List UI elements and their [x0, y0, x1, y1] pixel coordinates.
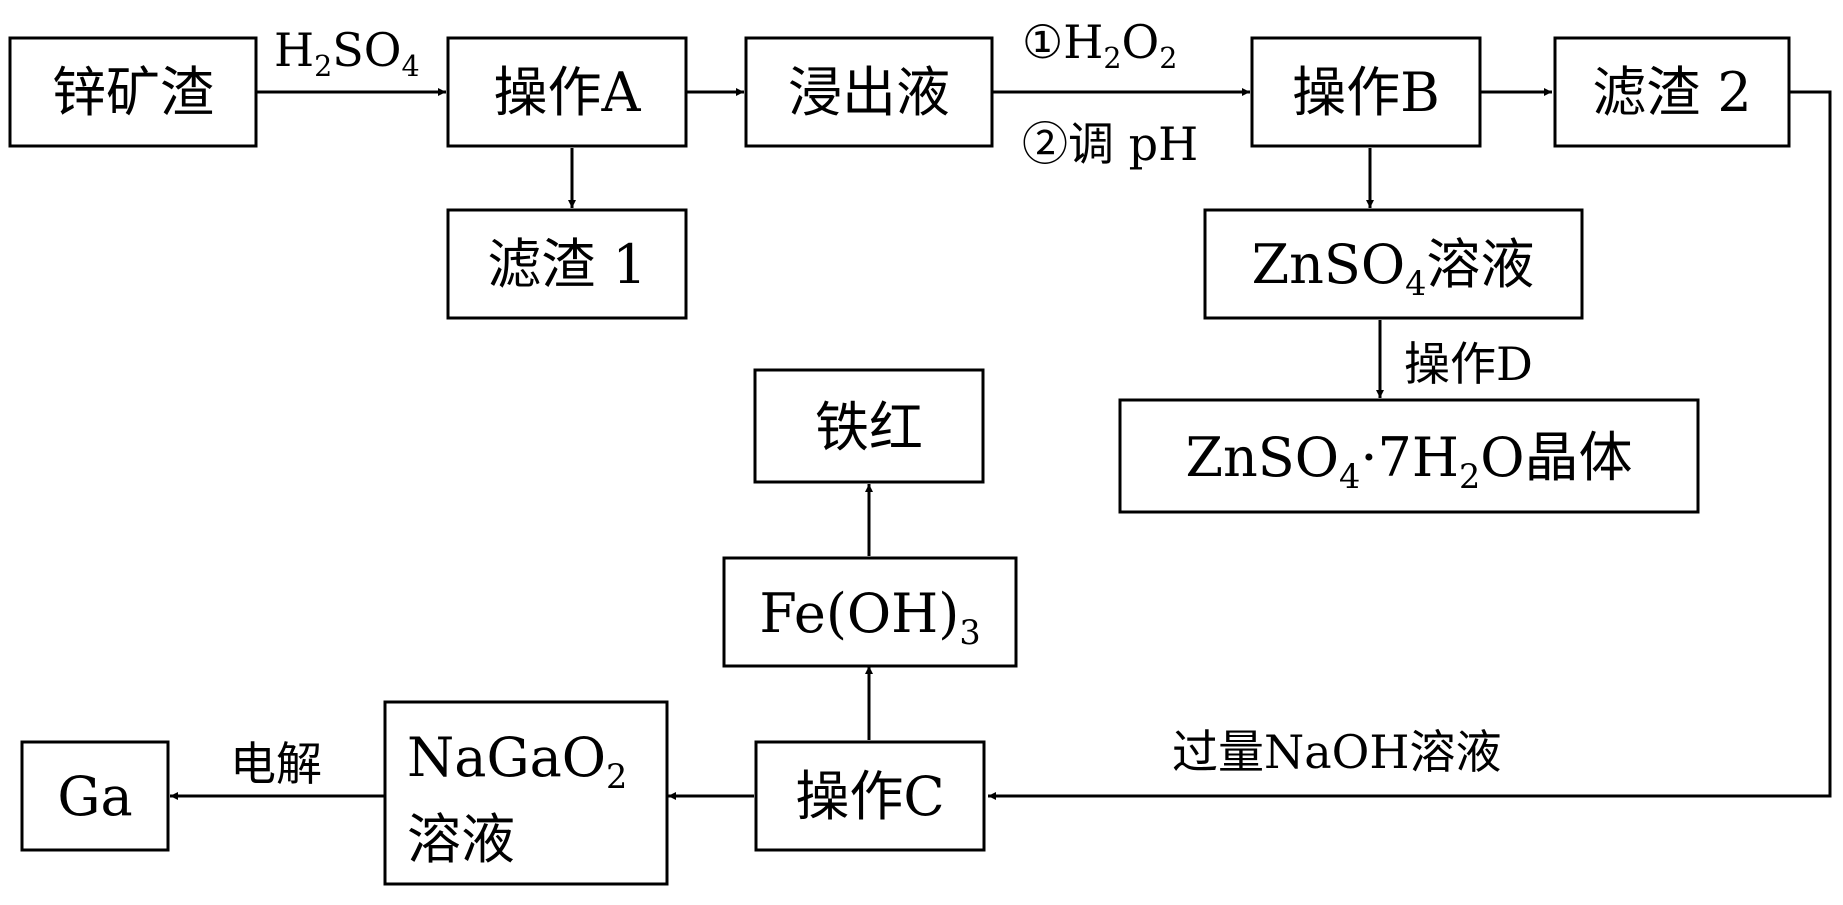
svg-text:操作C: 操作C [795, 765, 944, 828]
node-residue-1: 滤渣 1 [446, 208, 688, 320]
node-op-b: 操作B [1250, 36, 1482, 148]
node-iron-red: 铁红 [753, 368, 985, 484]
svg-text:Fe(OH)3: Fe(OH)3 [759, 582, 980, 652]
node-leachate: 浸出液 [744, 36, 994, 148]
svg-text:浸出液: 浸出液 [788, 61, 950, 124]
node-fe-oh3: Fe(OH)3 [722, 556, 1018, 668]
svg-text:溶液: 溶液 [407, 808, 515, 871]
node-zinc-slag: 锌矿渣 [8, 36, 258, 148]
label-h2o2: ①H2O2 [1022, 15, 1177, 75]
svg-text:Ga: Ga [57, 765, 132, 828]
svg-text:ZnSO4溶液: ZnSO4溶液 [1252, 233, 1535, 303]
svg-text:操作B: 操作B [1292, 61, 1440, 124]
label-electrolysis: 电解 [230, 737, 322, 791]
node-znso4-crystal: ZnSO4·7H2O晶体 [1118, 398, 1700, 514]
node-op-a: 操作A [446, 36, 688, 148]
svg-text:滤渣 2: 滤渣 2 [1592, 61, 1752, 124]
node-residue-2: 滤渣 2 [1553, 36, 1791, 148]
label-op-d: 操作D [1404, 337, 1533, 391]
svg-text:操作A: 操作A [494, 61, 642, 124]
node-ga: Ga [20, 740, 170, 852]
label-h2so4: H2SO4 [274, 23, 420, 83]
svg-text:锌矿渣: 锌矿渣 [52, 61, 214, 124]
node-znso4-solution: ZnSO4溶液 [1203, 208, 1584, 320]
svg-text:铁红: 铁红 [815, 396, 923, 459]
svg-text:滤渣 1: 滤渣 1 [487, 233, 647, 296]
label-adjust-ph: ②调 pH [1022, 117, 1198, 171]
connectors [170, 88, 1832, 800]
node-op-c: 操作C [754, 740, 986, 852]
node-nagao2-solution: NaGaO2 溶液 [383, 700, 669, 886]
label-excess-naoh: 过量NaOH溶液 [1172, 725, 1502, 779]
svg-text:NaGaO2: NaGaO2 [407, 726, 627, 796]
arrow-residue-2-to-op-c [988, 90, 1832, 800]
svg-text:ZnSO4·7H2O晶体: ZnSO4·7H2O晶体 [1185, 426, 1632, 496]
